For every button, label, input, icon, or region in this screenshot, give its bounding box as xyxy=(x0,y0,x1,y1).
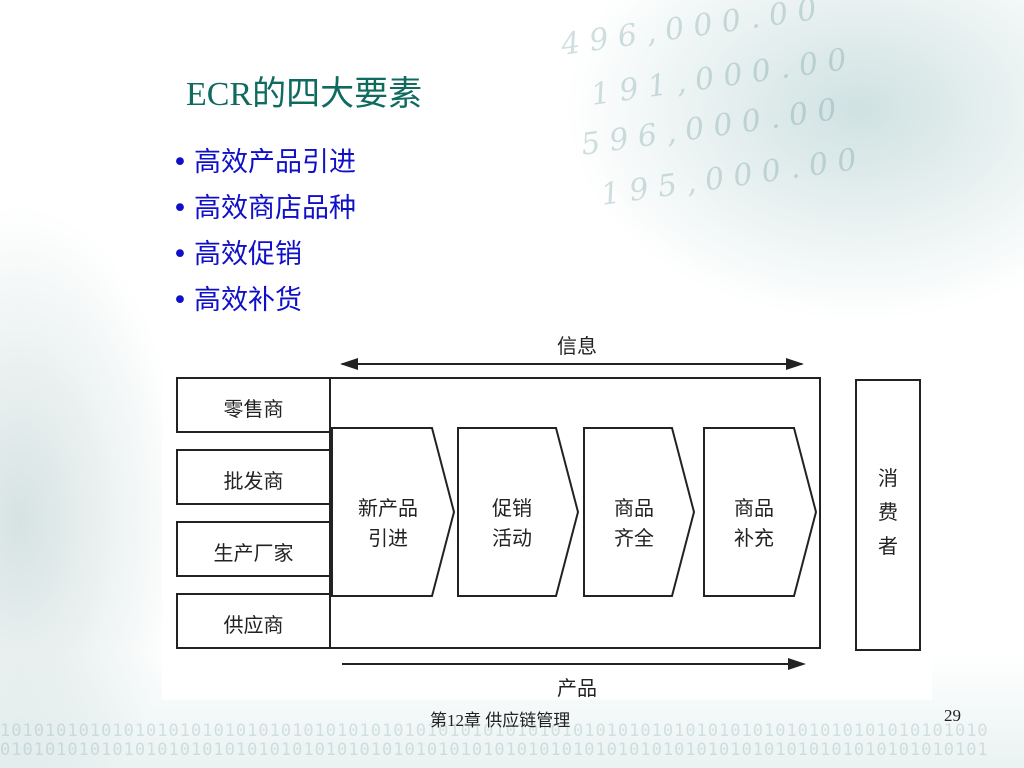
info-label: 信息 xyxy=(557,334,597,358)
page-number: 29 xyxy=(944,706,961,725)
stage-label-line1: 商品 xyxy=(734,496,774,520)
product-arrow xyxy=(342,658,806,670)
bullet-dot-icon: • xyxy=(172,239,188,270)
left-box-label: 零售商 xyxy=(223,397,284,421)
left-box-label: 批发商 xyxy=(223,469,284,493)
bullet-item: •高效补货 xyxy=(172,278,356,324)
bullet-text: 高效补货 xyxy=(194,285,302,316)
bullet-item: •高效促销 xyxy=(172,232,356,278)
ecr-diagram: 信息 产品 零售商 批发商 生产厂家 供应商 新产品 引进 促销 活动 商品 齐… xyxy=(162,322,932,700)
stage-chevron xyxy=(457,427,580,597)
consumer-label: 者 xyxy=(878,534,898,558)
bullet-item: •高效商店品种 xyxy=(172,186,356,232)
stage-label-line2: 齐全 xyxy=(614,526,654,550)
stage-label-line2: 活动 xyxy=(492,526,532,550)
consumer-label: 费 xyxy=(878,500,898,524)
retailer-box xyxy=(176,377,331,433)
diagram-shapes xyxy=(176,358,921,670)
info-arrow xyxy=(340,358,804,370)
product-label: 产品 xyxy=(557,676,597,700)
slide-title: ECR的四大要素 xyxy=(186,76,423,113)
stage-label-line2: 引进 xyxy=(368,526,408,550)
stage-chevron xyxy=(583,427,696,597)
wholesaler-box xyxy=(176,449,331,505)
left-box-label: 供应商 xyxy=(223,613,284,637)
stage-label-line2: 补充 xyxy=(734,526,774,550)
binary-pattern-decoration: 1010101010101010101010101010101010101010… xyxy=(0,722,989,760)
stage-label-line1: 促销 xyxy=(492,496,532,520)
footer-chapter: 第12章 供应链管理 xyxy=(430,711,571,730)
bullet-dot-icon: • xyxy=(172,193,188,224)
consumer-label: 消 xyxy=(878,466,898,490)
bullet-item: •高效产品引进 xyxy=(172,140,356,186)
bullet-text: 高效产品引进 xyxy=(194,147,356,178)
bullet-list: •高效产品引进 •高效商店品种 •高效促销 •高效补货 xyxy=(172,140,356,324)
bullet-dot-icon: • xyxy=(172,285,188,316)
consumer-box xyxy=(855,379,921,651)
supplier-box xyxy=(176,593,331,649)
process-frame xyxy=(329,377,821,649)
bullet-text: 高效促销 xyxy=(194,239,302,270)
bullet-dot-icon: • xyxy=(172,147,188,178)
manufacturer-box xyxy=(176,521,331,577)
left-box-label: 生产厂家 xyxy=(213,541,294,565)
stage-chevron xyxy=(331,427,456,597)
stage-label-line1: 新产品 xyxy=(358,496,418,520)
bullet-text: 高效商店品种 xyxy=(194,193,356,224)
stage-chevron xyxy=(703,427,818,597)
stage-label-line1: 商品 xyxy=(614,496,654,520)
